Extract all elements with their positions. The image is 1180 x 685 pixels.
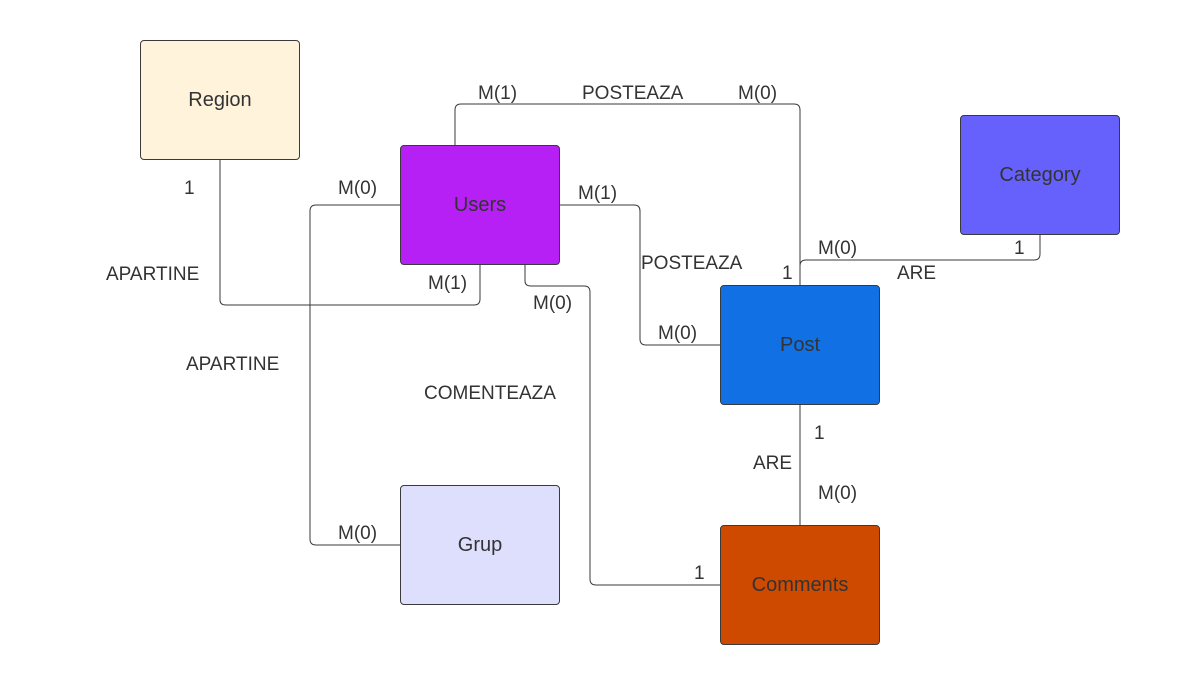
cardinality-users-region-side: M(1) (428, 273, 468, 294)
cardinality-users-grup-side: M(0) (338, 178, 378, 199)
entity-users-label: Users (453, 193, 507, 216)
entity-region-label: Region (188, 88, 252, 111)
relationship-label-apartine-region: APARTINE (106, 264, 200, 285)
cardinality-category: 1 (1014, 238, 1025, 259)
entity-grup-label: Grup (457, 533, 503, 556)
line-users-posteaza-post-top (454, 103, 801, 285)
relationship-label-are-comments: ARE (753, 453, 793, 474)
relationship-label-apartine-grup: APARTINE (186, 354, 280, 375)
relationship-label-posteaza-mid: POSTEAZA (641, 253, 743, 274)
cardinality-top-users: M(1) (478, 83, 518, 104)
relationship-label-comenteaza: COMENTEAZA (424, 383, 556, 404)
cardinality-post-top-side: 1 (782, 263, 793, 284)
cardinality-post-comments-side: 1 (814, 423, 825, 444)
cardinality-comments-post-side: M(0) (818, 483, 858, 504)
line-region-apartine-users (219, 160, 481, 306)
line-users-comenteaza-comments (524, 265, 720, 586)
line-users-posteaza-post-mid (560, 204, 720, 346)
entity-category-label: Category (999, 163, 1081, 186)
cardinality-region: 1 (184, 178, 195, 199)
entity-comments-label: Comments (751, 573, 849, 596)
entity-grup[interactable]: Grup (400, 485, 560, 605)
relationship-label-are-category: ARE (897, 263, 937, 284)
cardinality-post-users-side: M(0) (658, 323, 698, 344)
relationship-label-posteaza-top: POSTEAZA (582, 83, 684, 104)
cardinality-post-category-side: M(0) (818, 238, 858, 259)
cardinality-users-comments-side: M(0) (533, 293, 573, 314)
cardinality-comments-users-side: 1 (694, 563, 705, 584)
entity-users[interactable]: Users (400, 145, 560, 265)
cardinality-users-post-side: M(1) (578, 183, 618, 204)
entity-region[interactable]: Region (140, 40, 300, 160)
entity-post[interactable]: Post (720, 285, 880, 405)
entity-post-label: Post (779, 333, 821, 356)
entity-category[interactable]: Category (960, 115, 1120, 235)
line-users-apartine-grup (309, 204, 400, 546)
cardinality-top-post: M(0) (738, 83, 778, 104)
line-post-are-category (799, 235, 1041, 285)
entity-comments[interactable]: Comments (720, 525, 880, 645)
cardinality-grup: M(0) (338, 523, 378, 544)
